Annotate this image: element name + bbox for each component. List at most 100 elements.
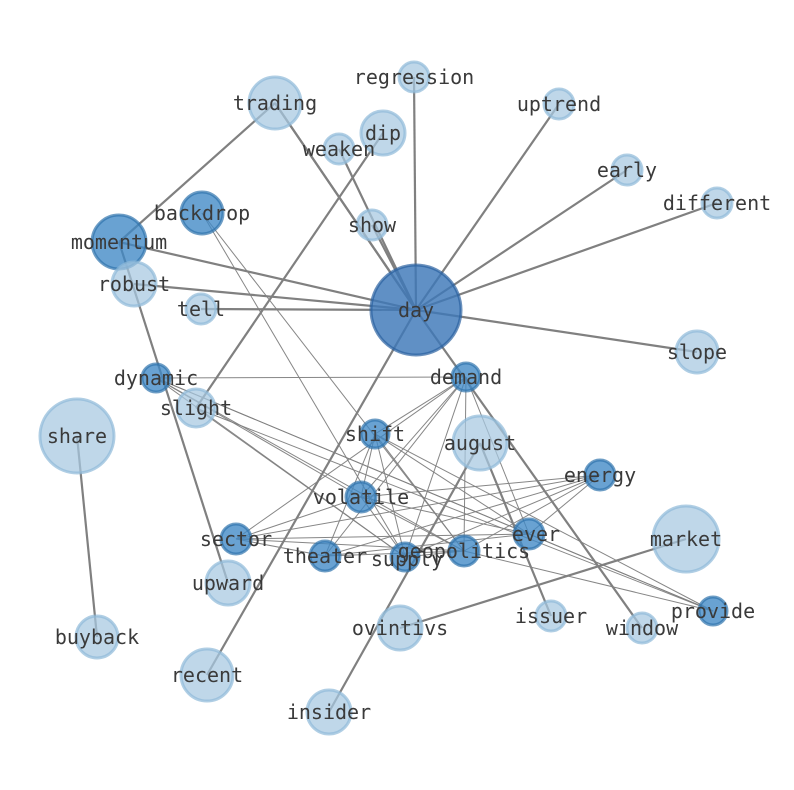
edge-market-ovintivs [399, 537, 687, 630]
edge-day-slope [415, 308, 698, 354]
edge-sector-ever [235, 533, 530, 540]
edge-volatile-geopolitics [360, 496, 465, 552]
edge-slight-provide [195, 407, 714, 612]
node-label-shift: shift [345, 422, 405, 446]
edge-dip-slight [195, 132, 384, 409]
node-label-august: august [444, 431, 516, 455]
node-label-tell: tell [177, 297, 225, 321]
edge-day-momentum [118, 240, 417, 312]
node-label-slope: slope [667, 340, 727, 364]
node-label-day: day [398, 298, 434, 322]
node-label-theater: theater [283, 544, 367, 568]
node-theater[interactable] [308, 539, 342, 573]
node-show[interactable] [355, 208, 389, 242]
node-different[interactable] [700, 186, 734, 220]
edge-shift-provide [374, 433, 714, 612]
node-label-early: early [597, 158, 657, 182]
node-sector[interactable] [219, 522, 253, 556]
node-label-energy: energy [564, 463, 636, 487]
node-weaken[interactable] [322, 132, 356, 166]
edge-theater-ever [324, 533, 530, 557]
node-day[interactable] [369, 263, 463, 357]
node-label-trading: trading [233, 91, 317, 115]
node-label-issuer: issuer [515, 604, 587, 628]
node-issuer[interactable] [534, 599, 568, 633]
node-label-robust: robust [98, 272, 170, 296]
node-label-backdrop: backdrop [154, 201, 250, 225]
node-label-share: share [47, 424, 107, 448]
node-label-momentum: momentum [71, 230, 167, 254]
node-early[interactable] [610, 153, 644, 187]
node-regression[interactable] [397, 60, 431, 94]
edge-day-different [415, 201, 718, 312]
node-label-show: show [348, 213, 397, 237]
node-buyback[interactable] [74, 614, 120, 660]
edge-volatile-sector [235, 496, 362, 540]
node-geopolitics[interactable] [447, 534, 481, 568]
node-label-ovintivs: ovintivs [352, 616, 448, 640]
node-demand[interactable] [450, 361, 482, 393]
node-dynamic[interactable] [140, 362, 172, 394]
edge-demand-theater [324, 376, 467, 557]
node-dip[interactable] [359, 109, 407, 157]
edge-day-recent [206, 309, 417, 676]
node-label-dip: dip [365, 121, 401, 145]
node-market[interactable] [651, 504, 721, 574]
edge-sector-geopolitics [235, 538, 465, 552]
edge-day-window [415, 309, 643, 629]
node-uptrend[interactable] [542, 87, 576, 121]
edge-demand-supply [404, 376, 467, 558]
node-label-weaken: weaken [303, 137, 375, 161]
node-label-provide: provide [671, 599, 755, 623]
node-label-geopolitics: geopolitics [398, 539, 530, 563]
node-layer [38, 60, 734, 736]
node-ever[interactable] [512, 517, 546, 551]
edge-dynamic-demand [155, 376, 467, 379]
node-label-dynamic: dynamic [114, 366, 198, 390]
node-ovintivs[interactable] [376, 604, 424, 652]
edge-shift-ever [374, 433, 530, 535]
node-robust[interactable] [110, 260, 158, 308]
node-share[interactable] [38, 397, 116, 475]
node-label-ever: ever [512, 522, 560, 546]
node-label-sector: sector [200, 527, 272, 551]
edge-energy-theater [324, 474, 601, 557]
node-label-volatile: volatile [313, 485, 409, 509]
edge-geopolitics-provide [463, 550, 714, 612]
edge-day-robust [133, 282, 417, 312]
label-layer: day share market august momentum recent tradin… [47, 65, 771, 724]
edge-slight-supply [195, 407, 406, 558]
node-label-insider: insider [287, 700, 371, 724]
node-energy[interactable] [583, 458, 617, 492]
node-label-market: market [650, 527, 722, 551]
edge-energy-supply [404, 474, 601, 558]
node-volatile[interactable] [344, 480, 378, 514]
node-label-window: window [606, 616, 679, 640]
node-label-uptrend: uptrend [517, 92, 601, 116]
node-insider[interactable] [305, 688, 353, 736]
node-recent[interactable] [179, 647, 235, 703]
edge-energy-sector [235, 474, 601, 540]
edge-trading-momentum [118, 102, 276, 243]
node-label-buyback: buyback [55, 625, 139, 649]
node-supply[interactable] [389, 541, 421, 573]
node-label-different: different [663, 191, 771, 215]
node-slight[interactable] [175, 387, 217, 429]
node-tell[interactable] [184, 292, 218, 326]
node-label-recent: recent [171, 663, 243, 687]
node-slope[interactable] [674, 329, 720, 375]
edge-backdrop-geopolitics [201, 212, 465, 552]
node-august[interactable] [451, 414, 509, 472]
node-trading[interactable] [247, 75, 303, 131]
node-shift[interactable] [359, 418, 391, 450]
node-label-upward: upward [192, 571, 264, 595]
edge-demand-shift [374, 376, 467, 435]
edge-volatile-energy [360, 474, 601, 498]
node-upward[interactable] [204, 559, 252, 607]
node-backdrop[interactable] [179, 190, 225, 236]
edge-august-insider [328, 442, 481, 713]
node-provide[interactable] [697, 595, 729, 627]
edge-demand-sector [235, 376, 467, 540]
node-window[interactable] [625, 611, 659, 645]
